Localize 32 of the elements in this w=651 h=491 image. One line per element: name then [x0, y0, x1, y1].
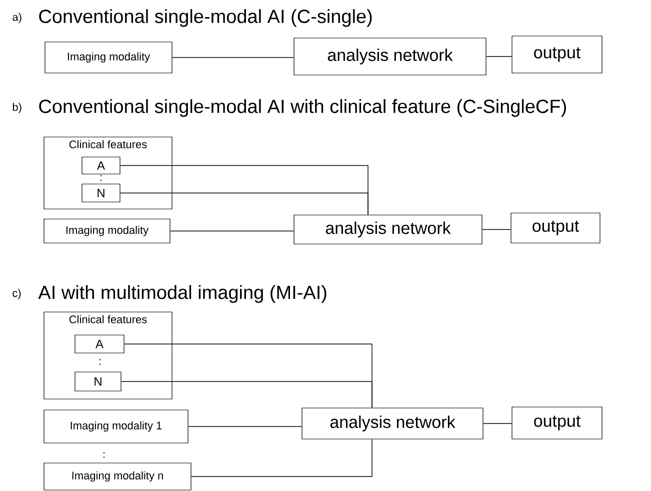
section-heading: AI with multimodal imaging (MI-AI)	[38, 285, 326, 303]
panel-letter: a)	[12, 12, 22, 24]
process-box: Imaging modality 1	[44, 410, 188, 444]
process-box: N	[74, 372, 122, 392]
process-box: A	[82, 156, 120, 174]
process-box: output	[512, 406, 602, 440]
process-box: N	[82, 184, 120, 202]
process-box: A	[74, 334, 124, 354]
process-box: output	[510, 212, 600, 244]
connector-line	[482, 229, 512, 230]
connector-line	[190, 438, 372, 477]
connector-line	[482, 423, 512, 424]
vertical-ellipsis: :	[99, 359, 101, 365]
vertical-ellipsis: :	[103, 452, 105, 458]
process-box: analysis network	[294, 38, 486, 76]
process-box: Imaging modality	[44, 218, 170, 244]
panel-letter: b)	[12, 102, 22, 114]
connector-line	[188, 426, 302, 427]
section-heading: Conventional single-modal AI with clinical feature (C-SingleCF)	[39, 99, 566, 117]
connector-line	[172, 57, 294, 58]
panel-letter: c)	[12, 288, 21, 300]
vertical-ellipsis: :	[100, 175, 102, 181]
section-heading: Conventional single-modal AI (C-single)	[39, 9, 372, 27]
process-box: analysis network	[302, 408, 484, 440]
process-box: Imaging modality	[44, 42, 172, 74]
connector-line	[170, 230, 294, 232]
connector-line	[120, 192, 368, 216]
process-box: analysis network	[294, 214, 482, 244]
process-box: output	[512, 36, 602, 74]
connector-line	[486, 56, 512, 57]
connector-line	[120, 381, 372, 408]
process-box: Imaging modality n	[44, 462, 192, 490]
